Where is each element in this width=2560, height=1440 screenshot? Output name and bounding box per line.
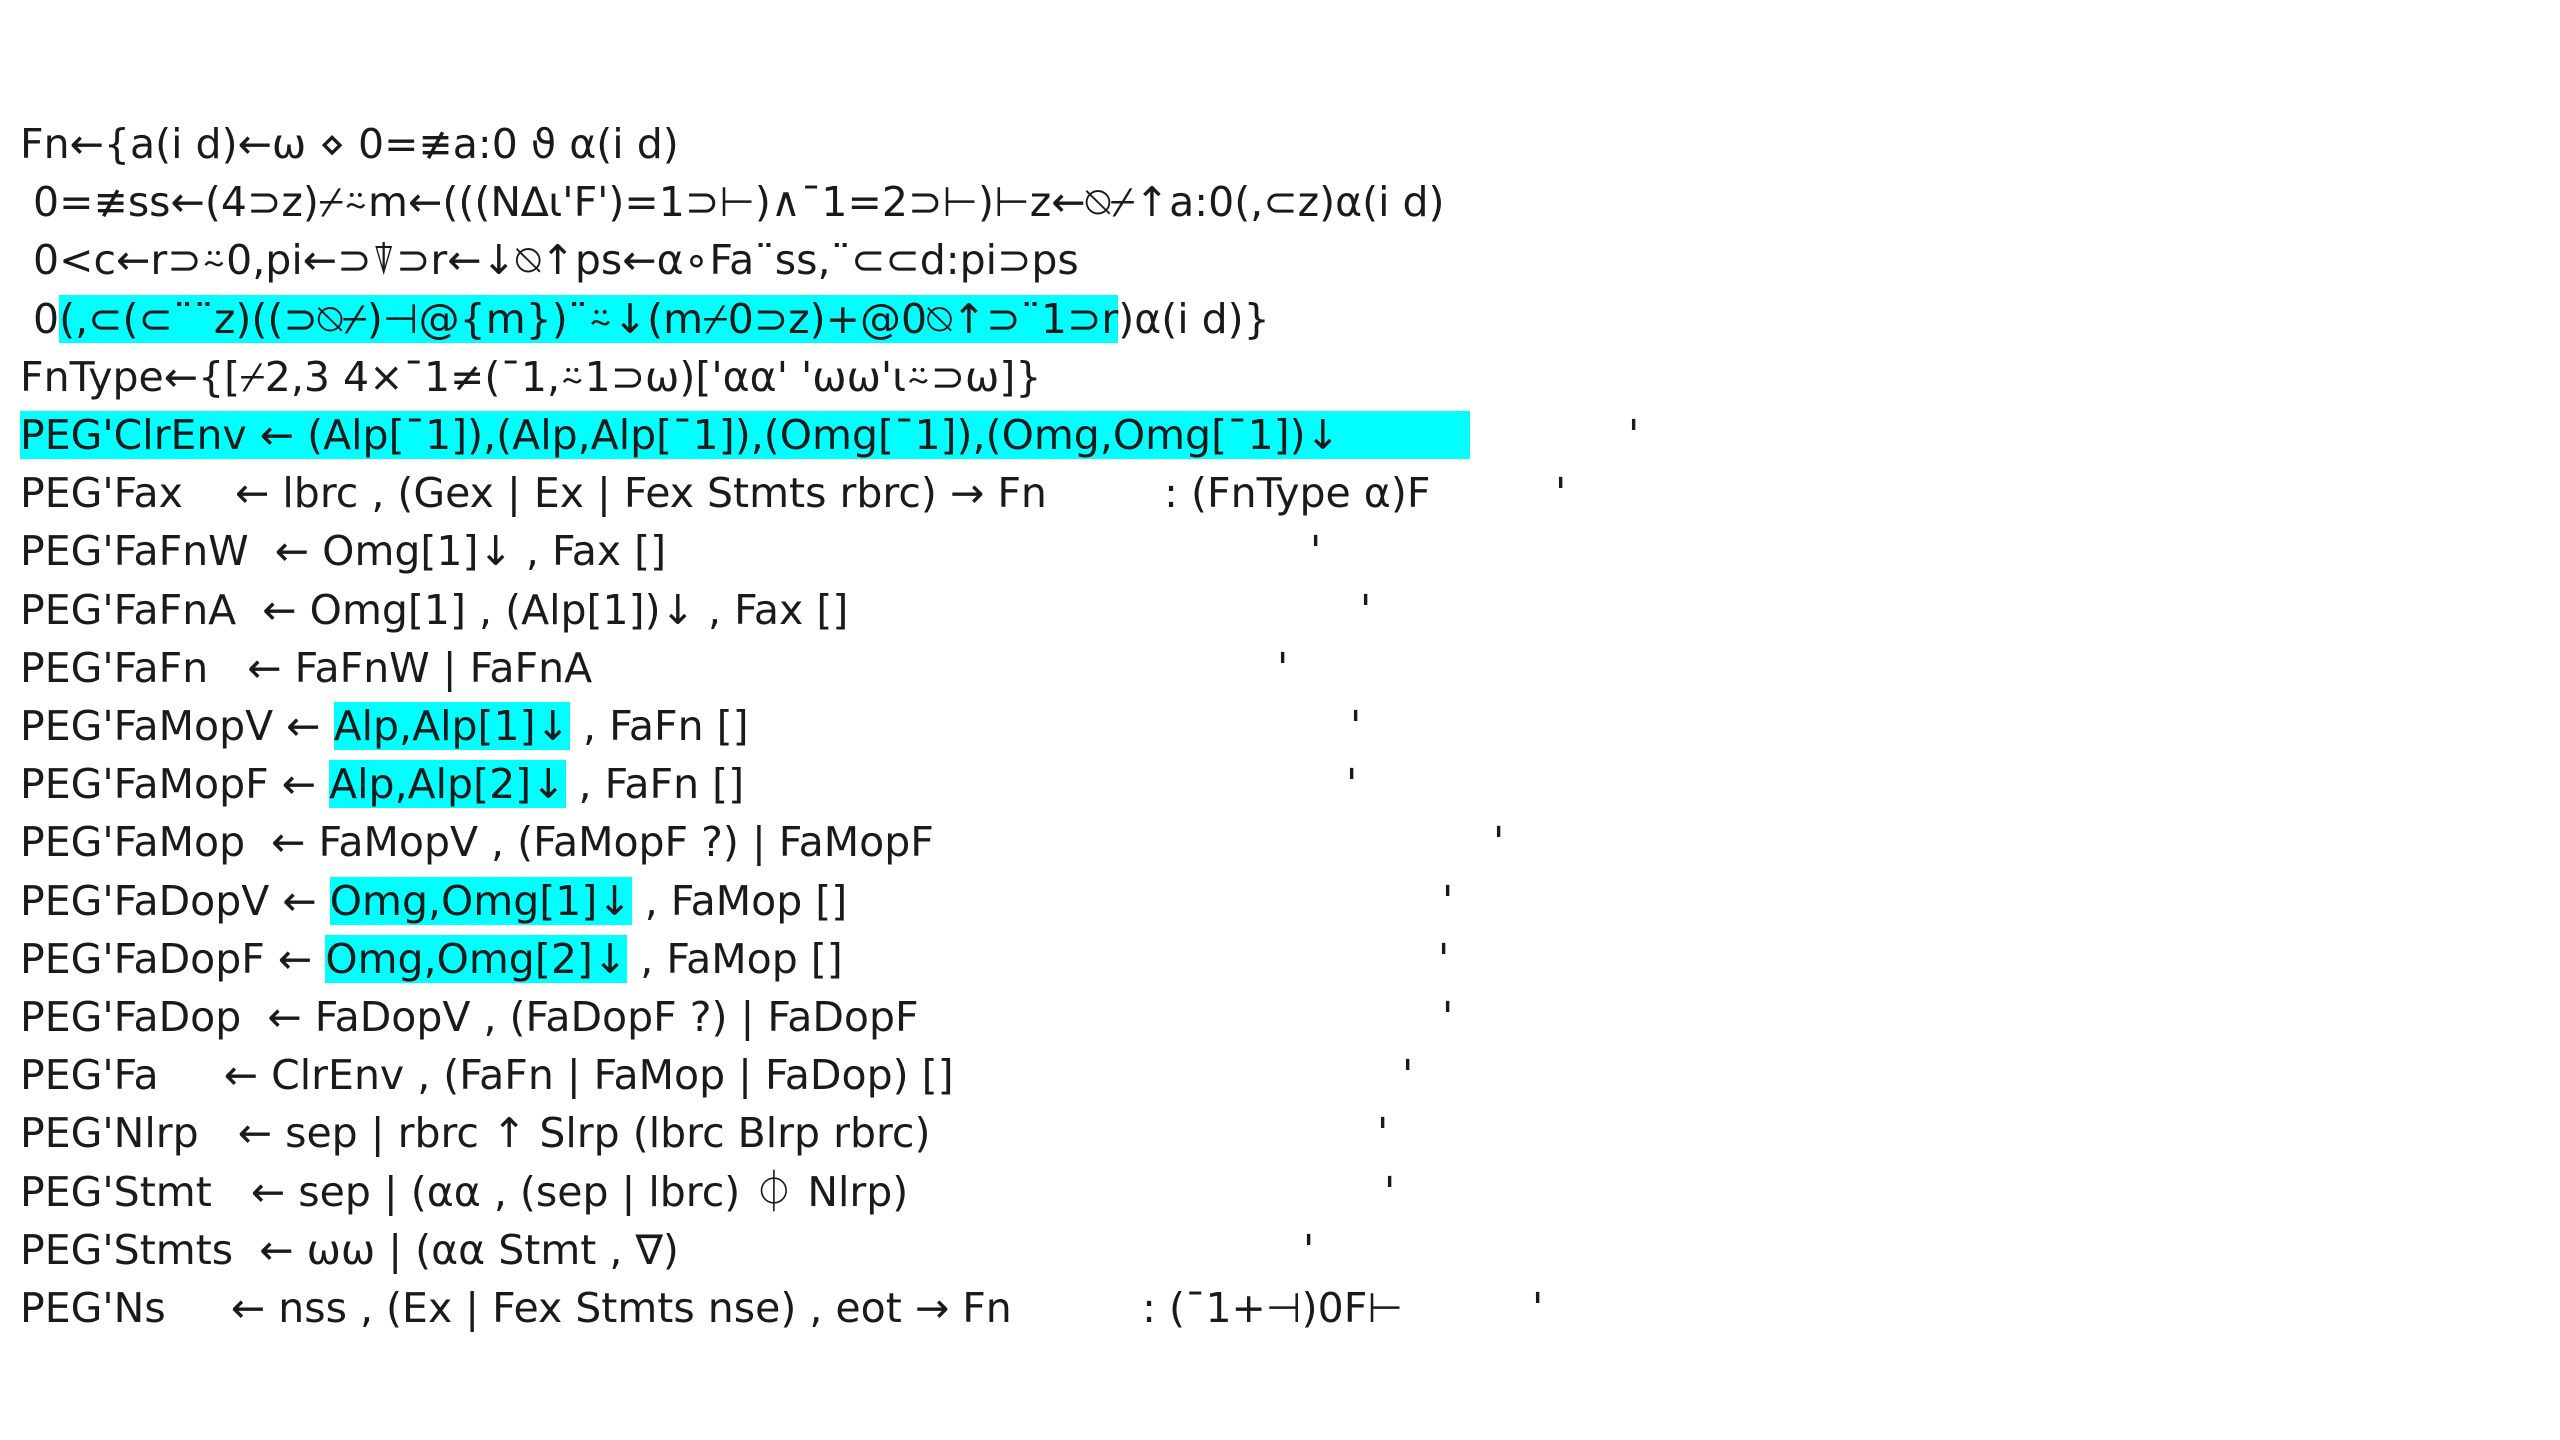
quote-tick: ' xyxy=(1377,1109,1389,1158)
code-segment: PEG'FaMopF ← xyxy=(20,760,330,809)
code-segment: PEG'Ns ← nss , (Ex | Fex Stmts nse) , eo… xyxy=(20,1284,1403,1332)
highlighted-code-segment: Omg,Omg[1]↓ xyxy=(329,876,632,925)
code-segment: , FaMop [] xyxy=(631,876,848,925)
code-segment: PEG'FaMop ← FaMopV , (FaMopF ?) | FaMopF xyxy=(20,818,934,867)
code-line: 0=≢ss←(4⊃z)⌿⍨m←(((N∆⍳'F')=1⊃⊢)∧¯1=2⊃⊢)⊢z… xyxy=(20,173,1445,231)
code-segment: PEG'Stmt ← sep | (αα , (sep | lbrc) ⏀ Nl… xyxy=(20,1167,909,1216)
highlighted-code-segment: Alp,Alp[2]↓ xyxy=(329,760,566,809)
code-line: PEG'FaFnW ← Omg[1]↓ , Fax [] xyxy=(20,522,666,580)
code-segment: , FaFn [] xyxy=(569,702,749,750)
code-line: PEG'Stmt ← sep | (αα , (sep | lbrc) ⏀ Nl… xyxy=(20,1163,908,1221)
quote-tick: ' xyxy=(1555,469,1567,518)
quote-tick: ' xyxy=(1532,1284,1544,1332)
code-line: PEG'FaDop ← FaDopV , (FaDopF ?) | FaDopF xyxy=(20,988,919,1046)
code-line: PEG'Fax ← lbrc , (Gex | Ex | Fex Stmts r… xyxy=(20,464,1430,522)
highlighted-code-segment: (,⊂(⊂¨¨z)((⊃⍉⌿)⊣@{m})¨⍨↓(m⌿0⊃z)+@0⍉↑⊃¨1⊃… xyxy=(59,294,1119,343)
quote-tick: ' xyxy=(1350,702,1362,750)
code-segment: FnType←{[⌿2,3 4×¯1≠(¯1,⍨1⊃ω)['αα' 'ωω'⍳⍨… xyxy=(20,352,1042,401)
quote-tick: ' xyxy=(1346,760,1358,809)
code-segment: PEG'FaFn ← FaFnW | FaFnA xyxy=(20,643,593,692)
code-segment: )α(i d)} xyxy=(1118,294,1270,343)
quote-tick: ' xyxy=(1402,1051,1414,1100)
quote-tick: ' xyxy=(1442,876,1454,925)
highlighted-code-segment: Alp,Alp[1]↓ xyxy=(333,702,570,750)
code-line: PEG'Ns ← nss , (Ex | Fex Stmts nse) , eo… xyxy=(20,1279,1403,1337)
code-segment: PEG'Stmts ← ωω | (αα Stmt , ∇) xyxy=(20,1225,679,1274)
quote-tick: ' xyxy=(1438,934,1450,983)
quote-tick: ' xyxy=(1442,993,1454,1041)
code-segment: PEG'FaFnW ← Omg[1]↓ , Fax [] xyxy=(20,527,667,576)
quote-tick: ' xyxy=(1493,818,1505,867)
quote-tick: ' xyxy=(1360,585,1372,634)
code-line: FnType←{[⌿2,3 4×¯1≠(¯1,⍨1⊃ω)['αα' 'ωω'⍳⍨… xyxy=(20,348,1041,406)
code-segment: PEG'FaFnA ← Omg[1] , (Alp[1])↓ , Fax [] xyxy=(20,585,849,634)
code-segment: , FaMop [] xyxy=(627,934,843,983)
code-line: PEG'FaDopF ← Omg,Omg[2]↓ , FaMop [] xyxy=(20,930,843,988)
code-segment: PEG'FaDop ← FaDopV , (FaDopF ?) | FaDopF xyxy=(20,993,919,1041)
highlighted-code-segment: Omg,Omg[2]↓ xyxy=(325,934,628,983)
quote-tick: ' xyxy=(1303,1225,1315,1274)
code-line: 0<c←r⊃⍨0,pi←⊃⍒⊃r←↓⍉↑ps←α∘Fa¨ss,¨⊂⊂d:pi⊃p… xyxy=(20,231,1079,289)
quote-tick: ' xyxy=(1277,643,1289,692)
code-segment: PEG'FaDopF ← xyxy=(20,934,326,983)
code-segment: PEG'Fa ← ClrEnv , (FaFn | FaMop | FaDop)… xyxy=(20,1051,954,1100)
highlighted-code-segment: PEG'ClrEnv ← (Alp[¯1]),(Alp,Alp[¯1]),(Om… xyxy=(20,411,1471,459)
code-segment: Fn←{a(i d)←ω ⋄ 0=≢a:0 ϑ α(i d) xyxy=(20,120,679,168)
code-line: 0(,⊂(⊂¨¨z)((⊃⍉⌿)⊣@{m})¨⍨↓(m⌿0⊃z)+@0⍉↑⊃¨1… xyxy=(20,290,1270,348)
code-line: PEG'FaMop ← FaMopV , (FaMopF ?) | FaMopF xyxy=(20,813,934,871)
code-line: PEG'ClrEnv ← (Alp[¯1]),(Alp,Alp[¯1]),(Om… xyxy=(20,406,1471,464)
code-line: Fn←{a(i d)←ω ⋄ 0=≢a:0 ϑ α(i d) xyxy=(20,115,679,173)
code-line: PEG'Nlrp ← sep | rbrc ↑ Slrp (lbrc Blrp … xyxy=(20,1104,930,1162)
code-segment: 0=≢ss←(4⊃z)⌿⍨m←(((N∆⍳'F')=1⊃⊢)∧¯1=2⊃⊢)⊢z… xyxy=(20,178,1445,227)
code-line: PEG'Stmts ← ωω | (αα Stmt , ∇) xyxy=(20,1221,679,1279)
code-line: PEG'FaFn ← FaFnW | FaFnA xyxy=(20,639,592,697)
code-segment: , FaFn [] xyxy=(565,760,745,809)
code-line: PEG'Fa ← ClrEnv , (FaFn | FaMop | FaDop)… xyxy=(20,1046,954,1104)
code-line: PEG'FaMopF ← Alp,Alp[2]↓ , FaFn [] xyxy=(20,755,744,813)
code-segment: PEG'FaMopV ← xyxy=(20,702,334,750)
code-line: PEG'FaMopV ← Alp,Alp[1]↓ , FaFn [] xyxy=(20,697,749,755)
code-segment: PEG'Fax ← lbrc , (Gex | Ex | Fex Stmts r… xyxy=(20,469,1431,518)
code-line: PEG'FaFnA ← Omg[1] , (Alp[1])↓ , Fax [] xyxy=(20,581,848,639)
quote-tick: ' xyxy=(1384,1167,1396,1216)
code-segment: 0<c←r⊃⍨0,pi←⊃⍒⊃r←↓⍉↑ps←α∘Fa¨ss,¨⊂⊂d:pi⊃p… xyxy=(20,236,1079,285)
code-segment: PEG'FaDopV ← xyxy=(20,876,330,925)
code-segment: 0 xyxy=(20,294,60,343)
quote-tick: ' xyxy=(1310,527,1322,576)
code-segment: PEG'Nlrp ← sep | rbrc ↑ Slrp (lbrc Blrp … xyxy=(20,1109,931,1158)
quote-tick: ' xyxy=(1628,411,1640,459)
code-line: PEG'FaDopV ← Omg,Omg[1]↓ , FaMop [] xyxy=(20,872,847,930)
